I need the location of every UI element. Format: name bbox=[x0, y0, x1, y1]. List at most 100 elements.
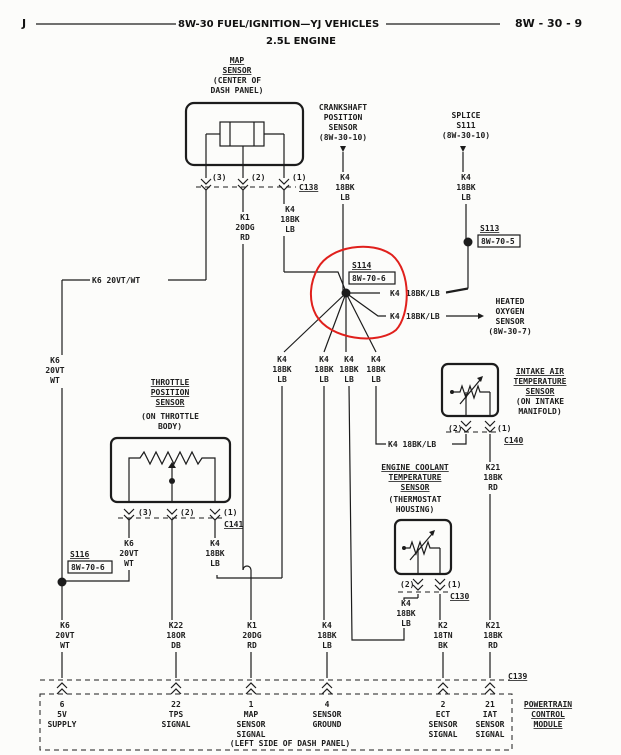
connector-c130: (2) (1) C130 bbox=[398, 578, 469, 601]
pcm-pin-map-sensor-signal: 1 MAP SENSOR SIGNAL bbox=[237, 682, 266, 739]
pcm-pin-ect-sensor-signal: 2 ECT SENSOR SIGNAL bbox=[429, 682, 458, 739]
svg-text:K4: K4 bbox=[210, 539, 220, 548]
svg-text:(1): (1) bbox=[497, 424, 511, 433]
svg-text:K6: K6 bbox=[60, 621, 70, 630]
page-subtitle: 2.5L ENGINE bbox=[266, 36, 336, 47]
svg-text:20DG: 20DG bbox=[235, 223, 254, 232]
svg-text:ECT: ECT bbox=[436, 710, 451, 719]
svg-text:MAP: MAP bbox=[230, 56, 245, 65]
connector-c141: (3) (2) (1) C141 bbox=[118, 508, 243, 529]
svg-text:SENSOR: SENSOR bbox=[476, 720, 505, 729]
svg-text:OXYGEN: OXYGEN bbox=[496, 307, 525, 316]
svg-text:RD: RD bbox=[240, 233, 250, 242]
svg-text:(1): (1) bbox=[447, 580, 461, 589]
intake-air-temperature-sensor: INTAKE AIR TEMPERATURE SENSOR (ON INTAKE… bbox=[440, 362, 567, 418]
map-sensor-element bbox=[219, 121, 265, 147]
svg-text:LB: LB bbox=[322, 641, 332, 650]
svg-text:(8W-30-10): (8W-30-10) bbox=[442, 131, 490, 140]
svg-text:RD: RD bbox=[488, 483, 498, 492]
svg-text:TPS: TPS bbox=[169, 710, 184, 719]
svg-text:SENSOR: SENSOR bbox=[429, 720, 458, 729]
svg-text:(8W-30-7): (8W-30-7) bbox=[488, 327, 531, 336]
svg-text:GROUND: GROUND bbox=[313, 720, 342, 729]
svg-text:SENSOR: SENSOR bbox=[156, 398, 185, 407]
svg-text:18BK: 18BK bbox=[366, 365, 385, 374]
page-title: 8W-30 FUEL/IGNITION—YJ VEHICLES bbox=[178, 19, 379, 30]
svg-text:8W-70-6: 8W-70-6 bbox=[352, 274, 386, 283]
svg-text:18BK: 18BK bbox=[317, 631, 336, 640]
svg-text:SENSOR: SENSOR bbox=[401, 483, 430, 492]
throttle-position-sensor: THROTTLE POSITION SENSOR (ON THROTTLE BO… bbox=[109, 378, 232, 504]
svg-text:18BK: 18BK bbox=[339, 365, 358, 374]
svg-text:C130: C130 bbox=[450, 592, 469, 601]
svg-text:RD: RD bbox=[488, 641, 498, 650]
svg-text:RD: RD bbox=[247, 641, 257, 650]
svg-text:(ON INTAKE: (ON INTAKE bbox=[516, 397, 564, 406]
svg-text:(8W-30-10): (8W-30-10) bbox=[319, 133, 367, 142]
svg-text:18BK: 18BK bbox=[205, 549, 224, 558]
pcm-pin-sensor-ground: 4 SENSOR GROUND bbox=[313, 682, 342, 729]
svg-text:LB: LB bbox=[401, 619, 411, 628]
svg-text:K4: K4 bbox=[401, 599, 411, 608]
svg-text:MANIFOLD): MANIFOLD) bbox=[518, 407, 561, 416]
page-code: 8W - 30 - 9 bbox=[515, 17, 582, 30]
svg-text:K4: K4 bbox=[277, 355, 287, 364]
svg-text:18BK/LB: 18BK/LB bbox=[406, 289, 440, 298]
svg-text:18BK: 18BK bbox=[483, 473, 502, 482]
svg-text:LB: LB bbox=[210, 559, 220, 568]
svg-text:(2): (2) bbox=[180, 508, 194, 517]
svg-text:HEATED: HEATED bbox=[496, 297, 525, 306]
svg-text:K4: K4 bbox=[285, 205, 295, 214]
svg-text:20VT: 20VT bbox=[55, 631, 74, 640]
svg-text:(1): (1) bbox=[292, 173, 306, 182]
page-letter: J bbox=[21, 17, 26, 30]
svg-text:(THERMOSTAT: (THERMOSTAT bbox=[389, 495, 442, 504]
svg-text:HOUSING): HOUSING) bbox=[396, 505, 435, 514]
svg-text:20VT: 20VT bbox=[45, 366, 64, 375]
heated-oxygen-sensor: HEATED OXYGEN SENSOR (8W-30-7) bbox=[488, 297, 531, 336]
svg-text:(CENTER OF: (CENTER OF bbox=[213, 76, 261, 85]
pcm-pin-tps-signal: 22 TPS SIGNAL bbox=[162, 682, 191, 729]
map-sensor: MAP SENSOR (CENTER OF DASH PANEL) bbox=[184, 56, 305, 167]
splice-s111: SPLICE S111 (8W-30-10) bbox=[442, 111, 490, 152]
svg-text:K1: K1 bbox=[240, 213, 250, 222]
svg-text:(3): (3) bbox=[212, 173, 226, 182]
svg-text:K1: K1 bbox=[247, 621, 257, 630]
svg-text:K4: K4 bbox=[340, 173, 350, 182]
svg-text:K4: K4 bbox=[322, 621, 332, 630]
svg-text:K4: K4 bbox=[461, 173, 471, 182]
svg-text:SENSOR: SENSOR bbox=[223, 66, 252, 75]
wire-k6-label: K6 20VT/WT bbox=[92, 276, 140, 285]
splice-s116: S116 8W-70-6 bbox=[57, 550, 113, 587]
svg-text:S111: S111 bbox=[456, 121, 475, 130]
svg-text:LB: LB bbox=[319, 375, 329, 384]
svg-text:POWERTRAIN: POWERTRAIN bbox=[524, 700, 572, 709]
svg-text:LB: LB bbox=[344, 375, 354, 384]
svg-text:BK: BK bbox=[438, 641, 448, 650]
svg-text:K4: K4 bbox=[344, 355, 354, 364]
svg-text:18BK: 18BK bbox=[483, 631, 502, 640]
engine-coolant-temperature-sensor: ENGINE COOLANT TEMPERATURE SENSOR (THERM… bbox=[381, 463, 453, 576]
svg-text:POSITION: POSITION bbox=[151, 388, 190, 397]
svg-text:18BK: 18BK bbox=[456, 183, 475, 192]
svg-text:K21: K21 bbox=[486, 463, 501, 472]
svg-text:18BK: 18BK bbox=[280, 215, 299, 224]
svg-text:18TN: 18TN bbox=[433, 631, 452, 640]
svg-text:LB: LB bbox=[340, 193, 350, 202]
powertrain-control-module: POWERTRAIN CONTROL MODULE (LEFT SIDE OF … bbox=[39, 693, 572, 751]
svg-text:DASH PANEL): DASH PANEL) bbox=[211, 86, 264, 95]
svg-text:2: 2 bbox=[441, 700, 446, 709]
connector-c140: (2) (1) C140 bbox=[446, 420, 523, 445]
svg-text:K6: K6 bbox=[50, 356, 60, 365]
svg-text:SIGNAL: SIGNAL bbox=[237, 730, 266, 739]
svg-text:K4: K4 bbox=[319, 355, 329, 364]
svg-text:20DG: 20DG bbox=[242, 631, 261, 640]
svg-text:C138: C138 bbox=[299, 183, 318, 192]
svg-text:TEMPERATURE: TEMPERATURE bbox=[514, 377, 567, 386]
svg-text:SIGNAL: SIGNAL bbox=[162, 720, 191, 729]
svg-text:DB: DB bbox=[171, 641, 181, 650]
svg-text:ENGINE COOLANT: ENGINE COOLANT bbox=[381, 463, 449, 472]
svg-text:8W-70-5: 8W-70-5 bbox=[481, 237, 515, 246]
svg-text:20VT: 20VT bbox=[119, 549, 138, 558]
